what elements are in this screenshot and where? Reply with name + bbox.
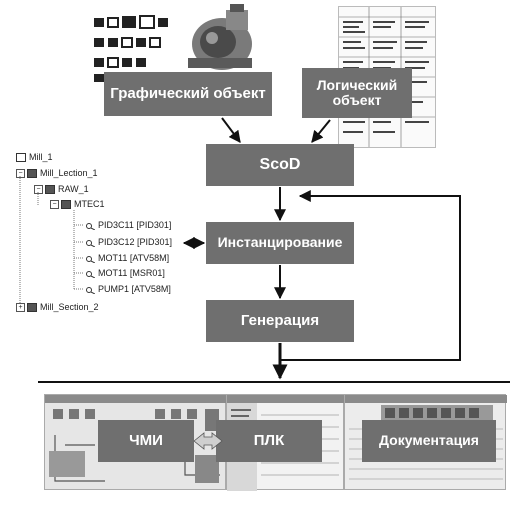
scod-label: ScoD <box>260 156 301 174</box>
instance-icon <box>86 255 95 262</box>
instance-icon <box>86 222 95 229</box>
plc-box: ПЛК <box>216 420 322 462</box>
expand-icon[interactable]: + <box>16 303 25 312</box>
tree-item-leaf-2[interactable]: PID3C12 [PID301] <box>86 237 172 247</box>
pump-image <box>182 4 260 76</box>
folder-icon <box>27 303 37 312</box>
tree-item-label: MOT11 [ATV58M] <box>98 253 169 263</box>
tree-item-leaf-1[interactable]: PID3C11 [PID301] <box>86 220 171 230</box>
logical-object-box: Логический объект <box>302 68 412 118</box>
documentation-box: Документация <box>362 420 496 462</box>
instance-icon <box>86 239 95 246</box>
instance-icon <box>86 286 95 293</box>
arrow-graphic-to-scod <box>222 118 240 142</box>
graphic-object-box: Графический объект <box>104 72 272 116</box>
graphic-object-label: Графический объект <box>110 86 265 103</box>
hmi-label: ЧМИ <box>129 433 163 450</box>
tree-item-label: PID3C11 [PID301] <box>98 220 171 230</box>
tree-item-label: Mill_Section_2 <box>40 302 99 312</box>
tree-item-label: PID3C12 [PID301] <box>98 237 172 247</box>
tree-item-label: MOT11 [MSR01] <box>98 268 165 278</box>
documentation-label: Документация <box>379 433 479 448</box>
tree-item-leaf-5[interactable]: PUMP1 [ATV58M] <box>86 284 171 294</box>
tree-item-section2[interactable]: + Mill_Section_2 <box>16 302 99 312</box>
hmi-box: ЧМИ <box>98 420 194 462</box>
instance-icon <box>86 270 95 277</box>
generation-label: Генерация <box>241 313 319 330</box>
logical-object-label-line1: Логический <box>317 78 398 93</box>
plc-label: ПЛК <box>254 433 284 450</box>
scod-box: ScoD <box>206 144 354 186</box>
arrow-logical-to-scod <box>312 120 330 142</box>
generation-box: Генерация <box>206 300 354 342</box>
instantiation-box: Инстанцирование <box>206 222 354 264</box>
logical-object-label-line2: объект <box>333 93 382 108</box>
tree-item-label: PUMP1 [ATV58M] <box>98 284 171 294</box>
tree-item-leaf-4[interactable]: MOT11 [MSR01] <box>86 268 165 278</box>
instantiation-label: Инстанцирование <box>218 235 343 250</box>
tree-item-leaf-3[interactable]: MOT11 [ATV58M] <box>86 253 169 263</box>
